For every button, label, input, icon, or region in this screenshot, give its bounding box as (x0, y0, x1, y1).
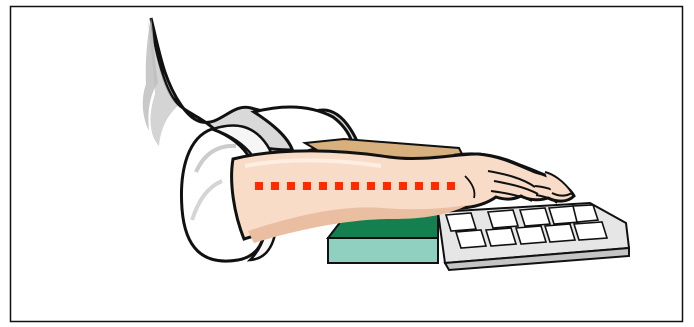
illustration-frame (0, 0, 694, 327)
ergonomic-wrist-position-illustration (0, 0, 694, 327)
